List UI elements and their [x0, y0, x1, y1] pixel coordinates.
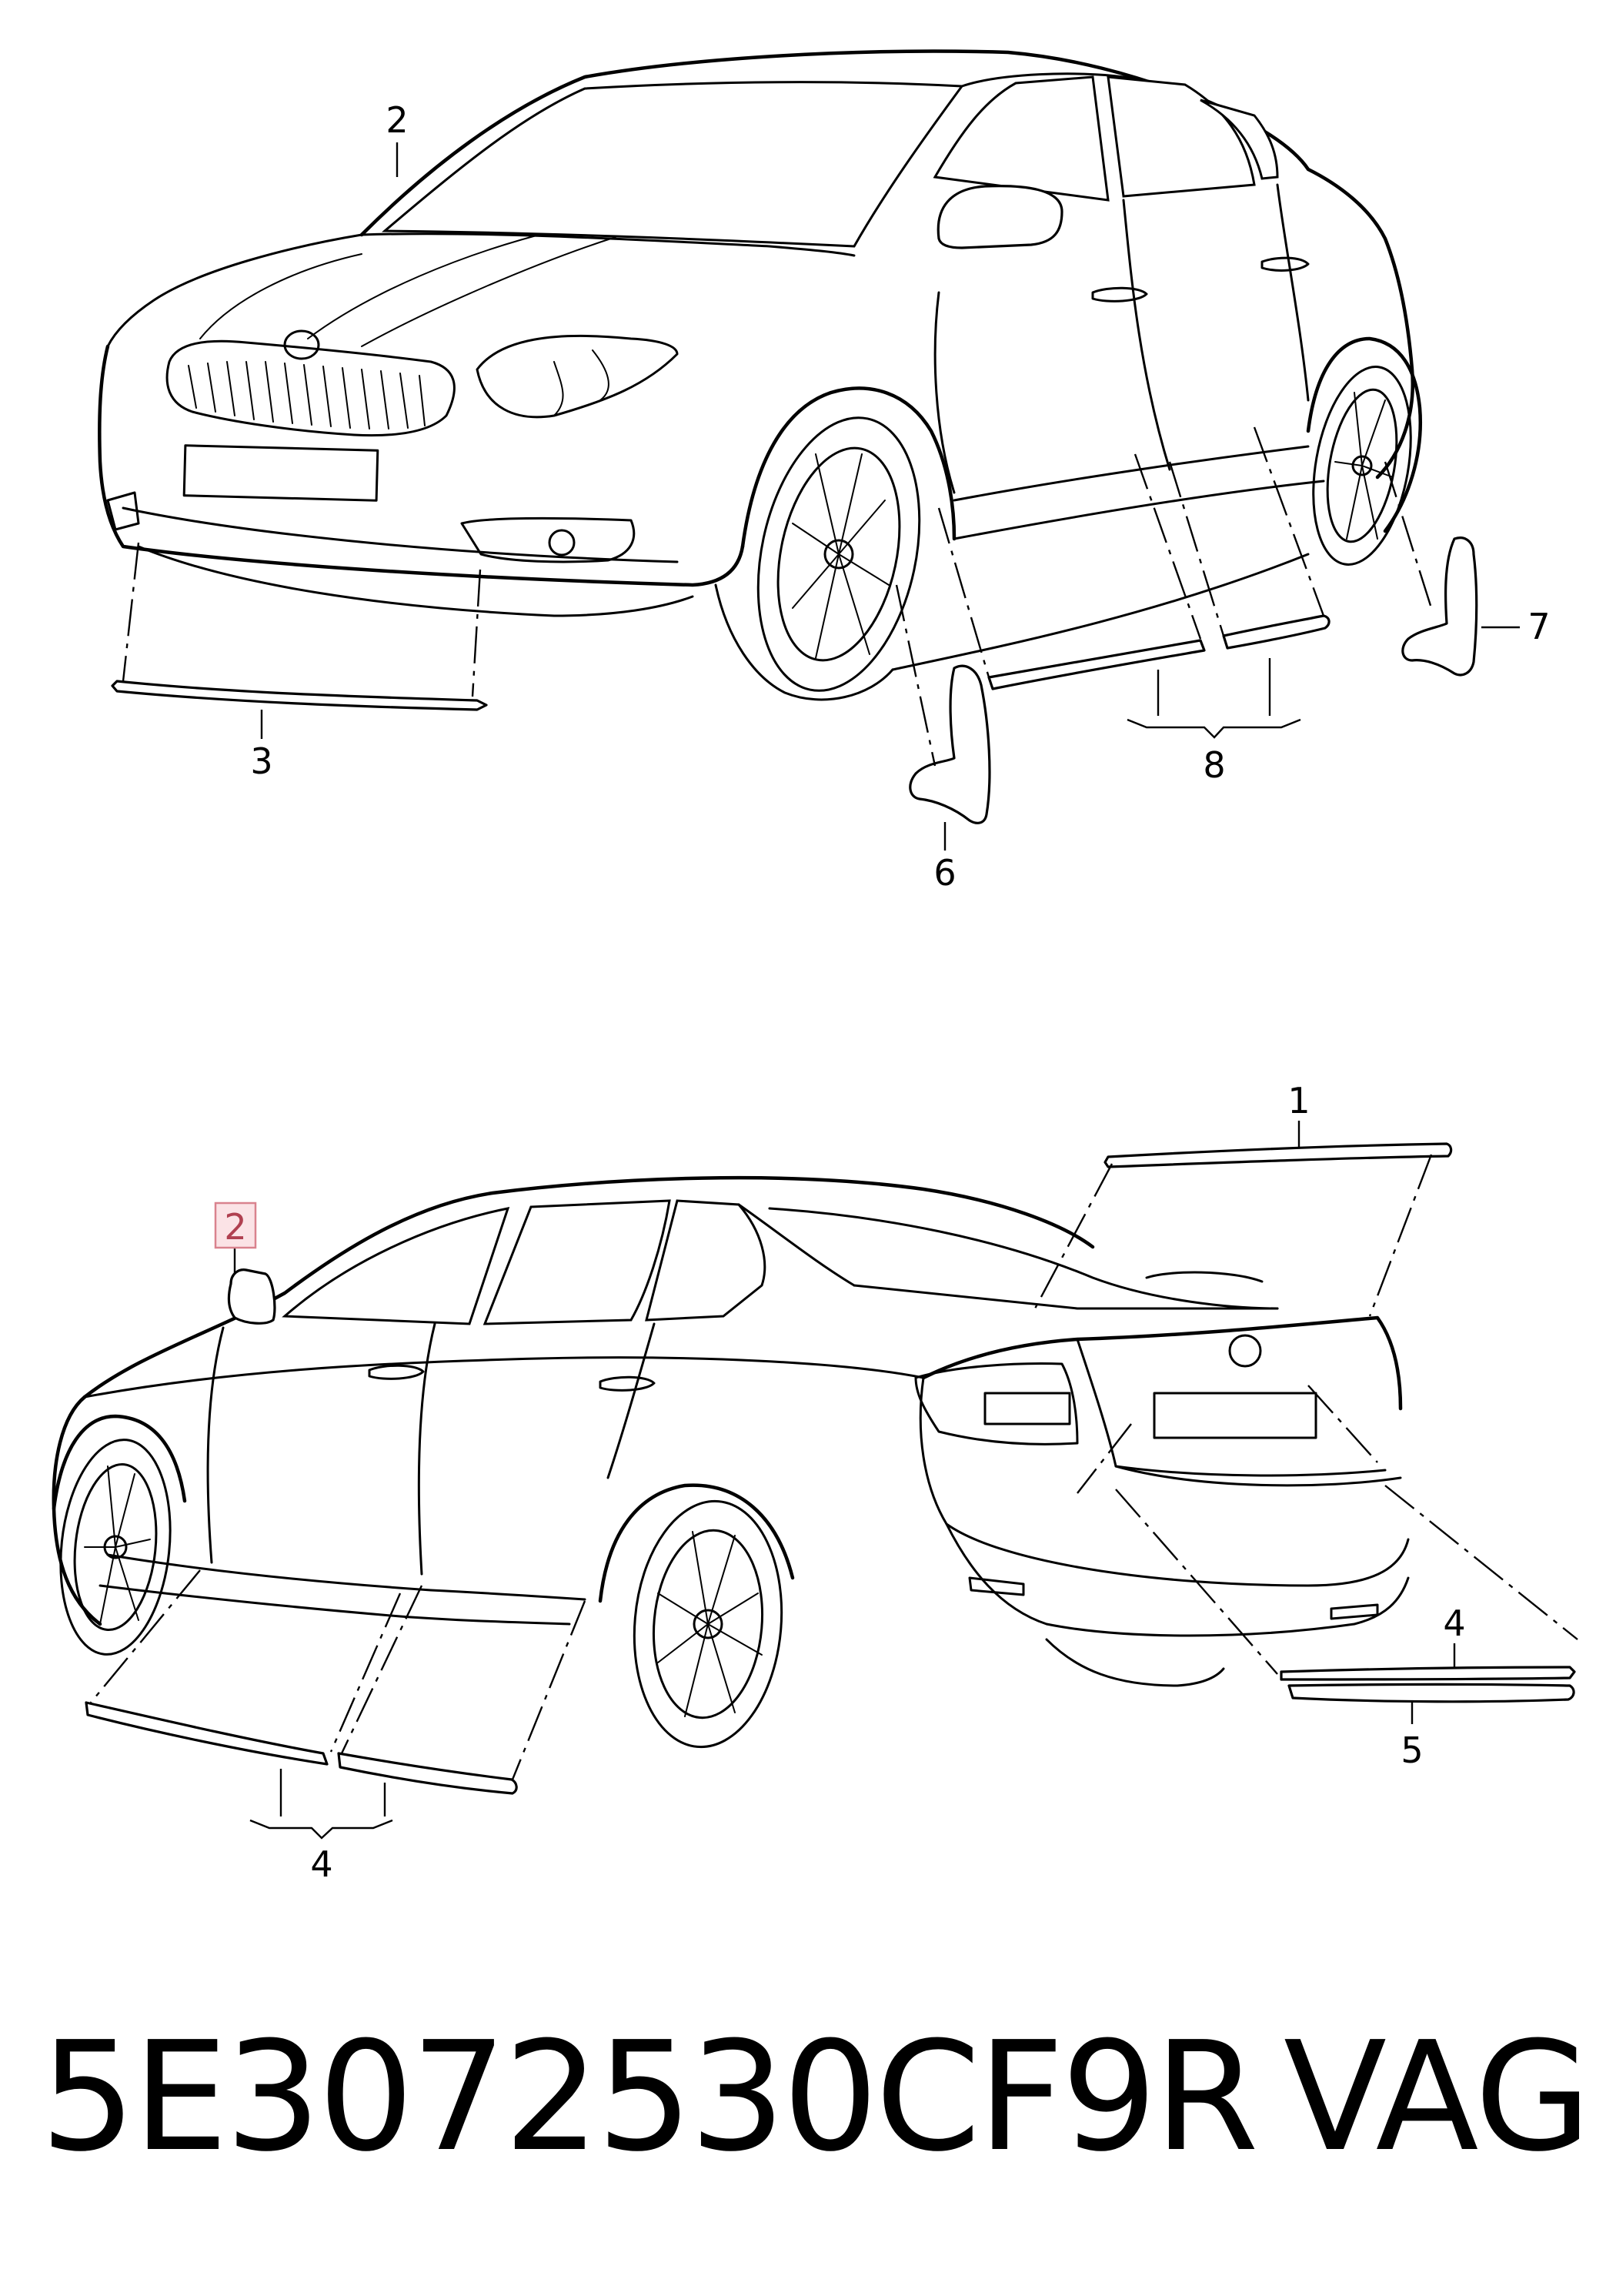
side-moulding-front [987, 639, 1206, 690]
front-view-callouts: 2 3 6 7 8 [250, 99, 1550, 894]
callout-rear-trim-upper: 4 [1443, 1603, 1465, 1644]
callout-side-mouldings: 8 [1203, 744, 1225, 786]
rear-spoiler [1103, 1142, 1453, 1168]
brand-name: VAG [1284, 2010, 1591, 2185]
rear-view-car [52, 1175, 1410, 1749]
callout-mirror: 2 [386, 99, 408, 141]
callout-side-mouldings-rear: 4 [310, 1843, 332, 1885]
callout-rear-mudflap: 7 [1528, 606, 1550, 647]
footer: 5E3072530CF9R VAG [40, 2010, 1591, 2185]
rear-view-callouts: 1 2 4 5 4 [214, 1080, 1466, 1885]
side-moulding-rear [1222, 614, 1331, 650]
rear-view-leaders [233, 1121, 1456, 1840]
rear-trim-upper [1280, 1666, 1576, 1681]
side-moulding-rear-rear-view [337, 1752, 518, 1795]
side-moulding-front-rear-view [85, 1701, 329, 1766]
rear-view-parts [85, 1142, 1578, 1795]
front-view-parts [111, 426, 1478, 824]
callout-front-mudflap: 6 [933, 852, 956, 894]
front-mudflap [909, 664, 991, 824]
callout-spoiler: 1 [1287, 1080, 1310, 1121]
rear-trim-lower [1287, 1683, 1575, 1703]
callout-front-strip: 3 [250, 740, 272, 782]
rear-mudflap [1401, 536, 1478, 677]
front-bumper-strip [111, 680, 488, 711]
front-view-leaders [260, 142, 1520, 851]
part-number: 5E3072530CF9R [40, 2010, 1259, 2185]
front-view-car [98, 49, 1422, 701]
callout-mirror-highlighted: 2 [224, 1206, 246, 1248]
callout-rear-trim-lower: 5 [1401, 1730, 1423, 1771]
highlight-box [214, 1201, 257, 1249]
